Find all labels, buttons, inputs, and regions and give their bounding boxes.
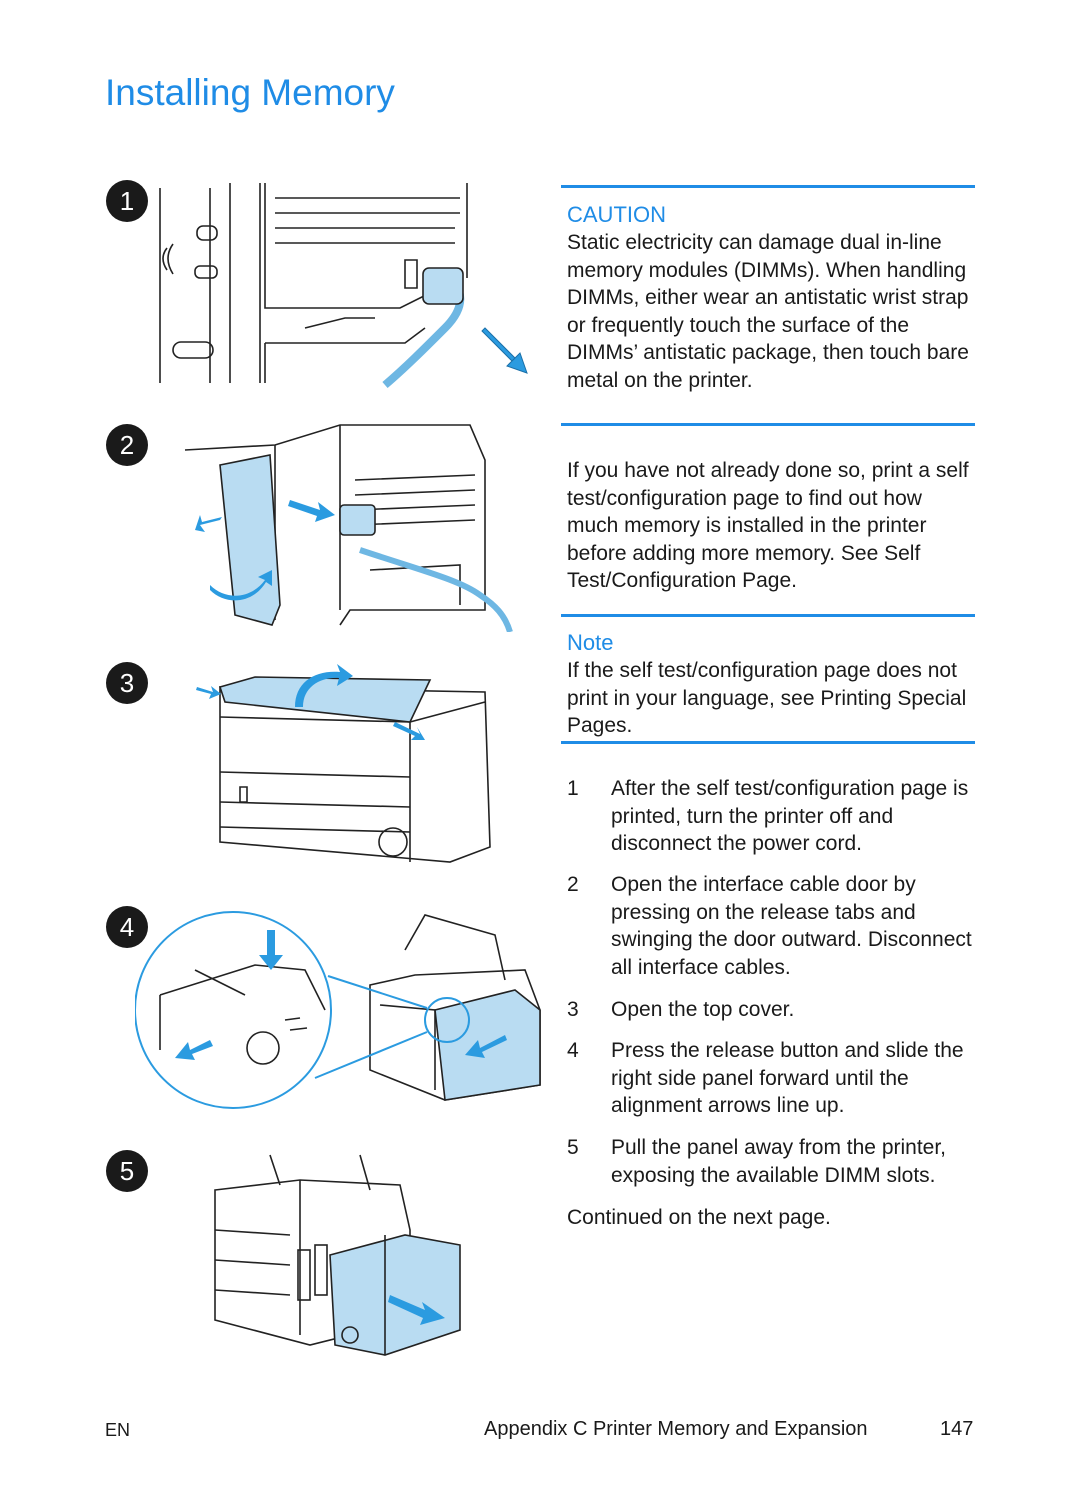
- figure-open-top-cover: [196, 664, 491, 863]
- step-2-badge: 2: [106, 424, 148, 466]
- caution-text: Static electricity can damage dual in-li…: [567, 231, 969, 392]
- note-bottom-rule: [561, 741, 975, 744]
- continued-note: Continued on the next page.: [567, 1206, 831, 1229]
- step-4-badge: 4: [106, 906, 148, 948]
- step-number: 4: [567, 1039, 579, 1062]
- note-top-rule: [561, 614, 975, 617]
- step-number: 1: [567, 777, 579, 800]
- figure-disconnect-power-cord: [159, 183, 528, 389]
- caution-bottom-rule: [561, 423, 975, 426]
- step-text: Open the top cover.: [611, 998, 795, 1021]
- figure-open-interface-door: [184, 424, 513, 632]
- figure-remove-side-panel: [214, 1154, 461, 1356]
- step-text: Press the release button and slide the r…: [611, 1039, 964, 1117]
- step-5-badge: 5: [106, 1150, 148, 1192]
- step-3-badge: 3: [106, 662, 148, 704]
- note-text: If the self test/configuration page does…: [567, 659, 967, 737]
- intro-paragraph: If you have not already done so, print a…: [567, 459, 969, 592]
- step-number: 5: [567, 1136, 579, 1159]
- caution-top-rule: [561, 185, 975, 188]
- page-title: Installing Memory: [105, 72, 395, 113]
- note-heading: Note: [567, 630, 614, 655]
- footer-page-number: 147: [940, 1418, 974, 1440]
- step-number: 2: [567, 873, 579, 896]
- footer-section-title: Appendix C Printer Memory and Expansion: [484, 1418, 868, 1440]
- footer-language: EN: [105, 1420, 131, 1440]
- figure-slide-side-panel: [135, 911, 541, 1109]
- caution-heading: CAUTION: [567, 202, 666, 227]
- step-text: Pull the panel away from the printer, ex…: [611, 1136, 947, 1187]
- step-text: Open the interface cable door by pressin…: [611, 873, 972, 979]
- step-text: After the self test/configuration page i…: [611, 777, 969, 855]
- step-number: 3: [567, 998, 579, 1021]
- step-1-badge: 1: [106, 180, 148, 222]
